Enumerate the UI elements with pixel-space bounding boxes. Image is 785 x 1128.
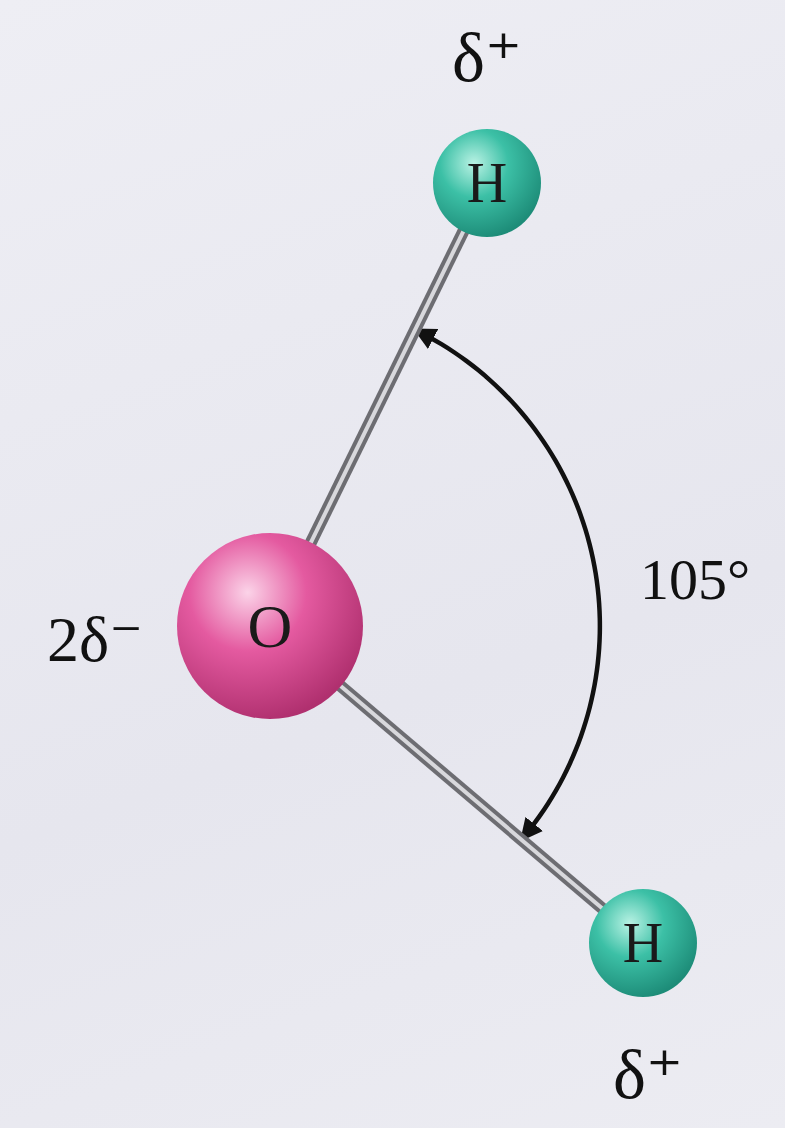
bond-angle: 105° <box>640 551 750 609</box>
bond-highlight <box>339 684 605 910</box>
oxygen-atom: O <box>176 532 364 720</box>
covalent-bond <box>310 229 465 545</box>
angle-arrow <box>415 330 600 840</box>
atom-circle <box>177 533 363 719</box>
bond-rod <box>310 229 465 545</box>
bond-rod <box>339 684 605 910</box>
partial-charge: δ⁺ <box>452 23 522 93</box>
atom-circle <box>589 889 697 997</box>
hydrogen-atom: H <box>588 888 698 998</box>
atom-symbol: H <box>623 915 663 971</box>
atom-circle <box>433 129 541 237</box>
atom-symbol: H <box>467 155 507 211</box>
atom-symbol: O <box>248 595 293 657</box>
covalent-bond <box>339 684 605 910</box>
partial-charge: δ⁺ <box>613 1040 683 1110</box>
hydrogen-atom: H <box>432 128 542 238</box>
partial-charge: 2δ⁻ <box>47 608 143 672</box>
bond-highlight <box>310 229 465 545</box>
